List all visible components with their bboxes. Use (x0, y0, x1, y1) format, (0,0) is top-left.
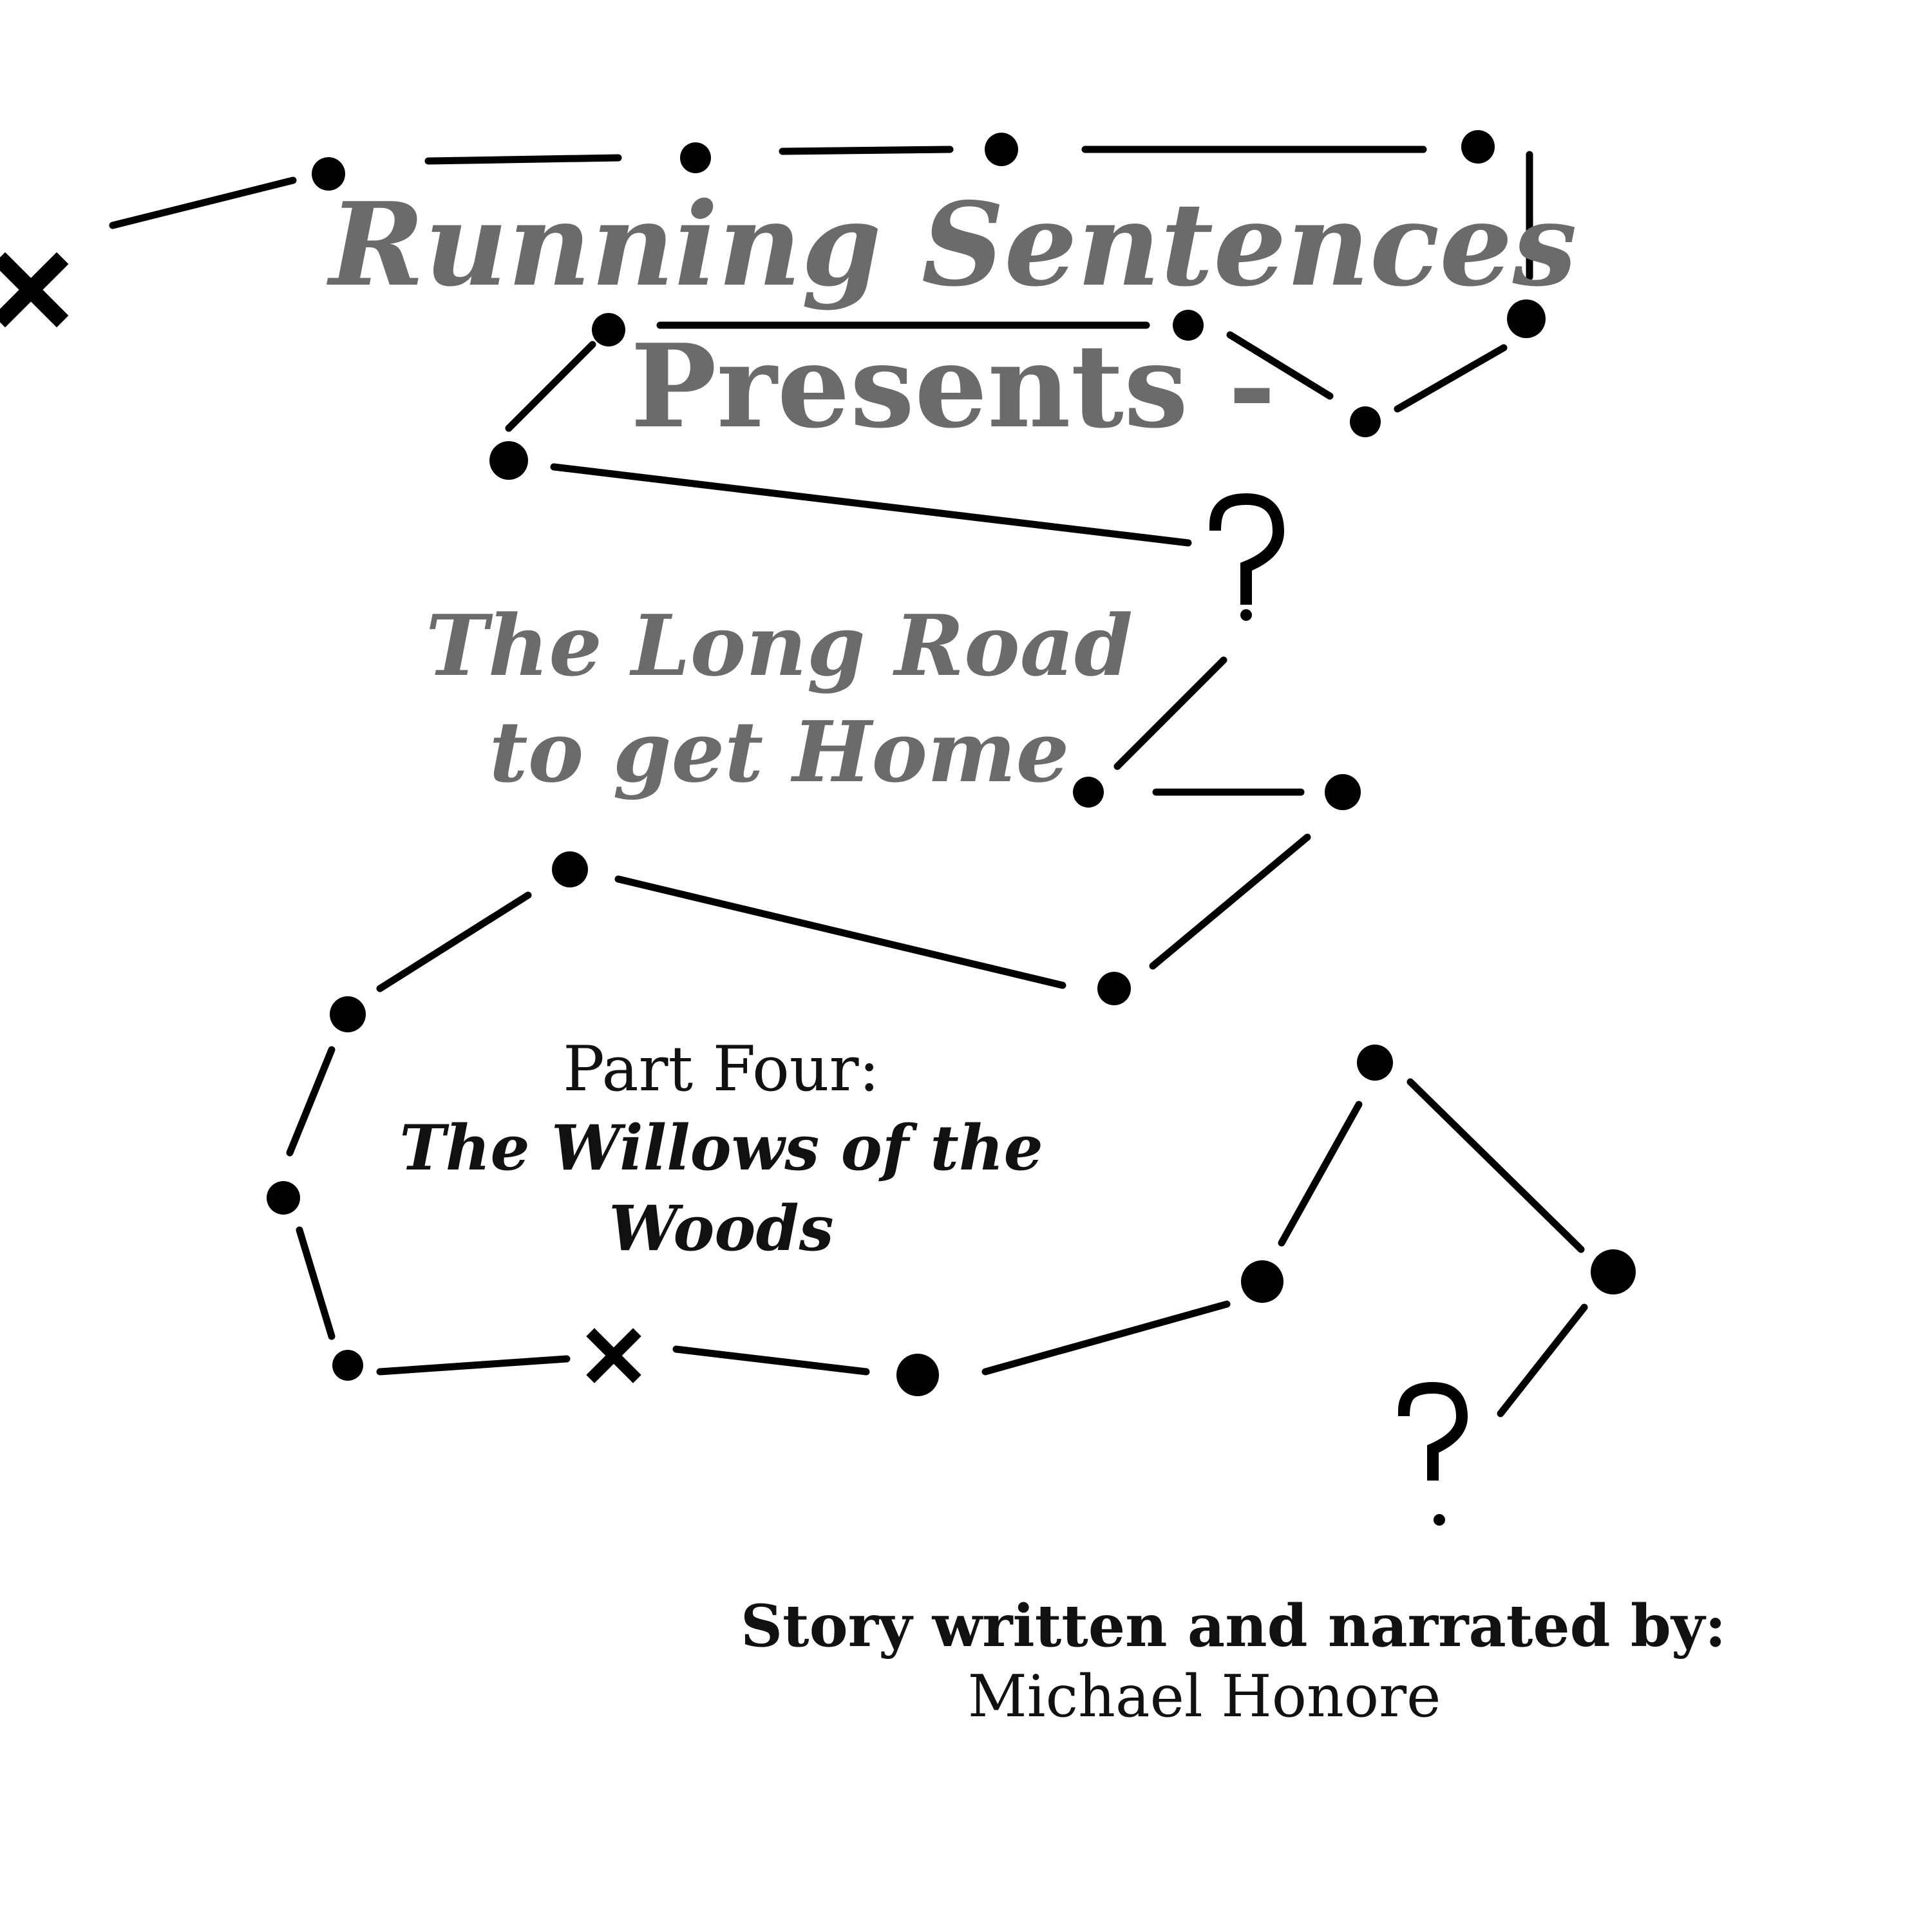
dot-icon (985, 133, 1018, 166)
part-label: Part Four: (563, 1033, 880, 1105)
path-segment (1113, 656, 1227, 770)
question-mark-icon (1397, 1381, 1468, 1526)
dot-icon (1097, 972, 1131, 1005)
path-segment (672, 1345, 870, 1376)
dot-icon (1325, 774, 1361, 810)
dot-icon (1241, 1260, 1283, 1303)
path-segment (376, 891, 532, 992)
part-name: The Willows of the Woods (399, 1112, 1043, 1265)
path-segment (1406, 1078, 1585, 1253)
path-segments (109, 146, 1588, 1417)
question-mark-icon (1209, 493, 1285, 621)
path-segment (550, 463, 1192, 547)
path-segment (109, 176, 297, 229)
dot-icon (896, 1354, 939, 1396)
dot-icon (552, 851, 588, 887)
x-markers (0, 252, 641, 1383)
question-markers (1209, 493, 1468, 1526)
credit-name: Michael Honore (967, 1663, 1441, 1730)
path-segment (376, 1355, 571, 1376)
path-segment (1394, 344, 1508, 413)
dot-icon (1350, 406, 1381, 437)
dot-icon (1073, 777, 1104, 808)
credit-label: Story written and narrated by: (741, 1592, 1727, 1660)
story-title: The Long Road to get Home (426, 596, 1133, 801)
dot-icon (489, 441, 528, 480)
dot-icon (1357, 1045, 1393, 1081)
path-segment (1278, 1101, 1363, 1247)
path-segment (1497, 1303, 1588, 1417)
path-segment (981, 1300, 1231, 1376)
x-mark-icon (0, 252, 69, 328)
path-segment (779, 146, 954, 155)
dot-icon (267, 1181, 300, 1215)
path-segment (296, 1226, 336, 1340)
dot-icon (332, 1350, 363, 1381)
path-segment (286, 1046, 336, 1157)
dot-icon (1507, 299, 1546, 338)
dot-icon (312, 157, 345, 191)
path-segment (505, 341, 596, 432)
dot-icon (330, 996, 366, 1032)
dot-icon (1591, 1249, 1636, 1294)
path-segment (1149, 833, 1311, 970)
dot-icon (1173, 310, 1204, 341)
path-segment (424, 154, 622, 165)
path-segment (614, 875, 1066, 989)
path-segment (1226, 331, 1334, 400)
dot-icon (1461, 130, 1495, 164)
presents-label: Presents - (630, 319, 1276, 453)
dot-icon (680, 142, 711, 173)
brand-title: Running Sentences (329, 177, 1577, 312)
dot-icon (592, 313, 625, 346)
path-waypoints (267, 130, 1636, 1396)
x-mark-icon (586, 1328, 641, 1383)
